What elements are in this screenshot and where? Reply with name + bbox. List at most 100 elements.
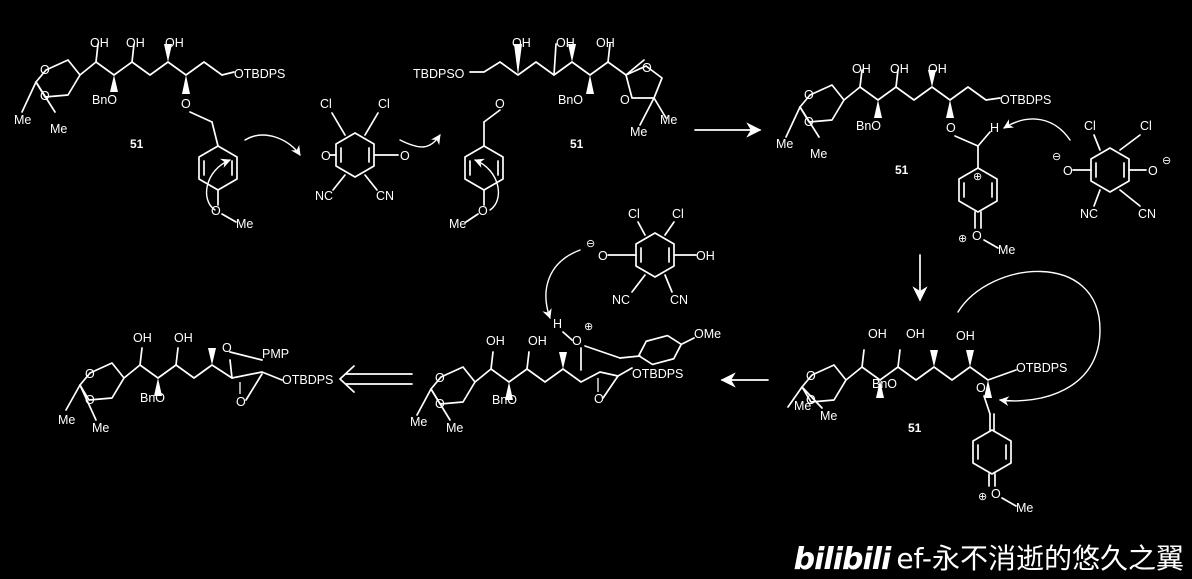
o-label: O [642, 61, 652, 75]
o-label: O [85, 367, 95, 381]
plus-charge: ⊕ [584, 321, 593, 333]
o-label: O [804, 115, 814, 129]
oh-label: OH [133, 331, 152, 345]
compound-label: 51 [908, 421, 922, 435]
product-pmp-acetal: OH OH BnO O O Me Me O O PMP OTBDPS [58, 331, 333, 435]
o-label: O [40, 89, 50, 103]
bno-label: BnO [492, 393, 517, 407]
compound-label: 51 [130, 137, 144, 151]
oh-label: OH [696, 249, 715, 263]
me-label: Me [1016, 501, 1033, 515]
o-label: O [594, 392, 604, 406]
oh-label: OH [556, 36, 575, 50]
oh-label: OH [852, 62, 871, 76]
oh-label: OH [890, 62, 909, 76]
bno-label: BnO [140, 391, 165, 405]
o-label: O [598, 249, 608, 263]
minus-charge: ⊖ [1162, 155, 1171, 167]
me-label: Me [660, 113, 677, 127]
cl-label: Cl [672, 207, 684, 221]
o-label: O [321, 149, 331, 163]
ddq-reagent: O O Cl Cl NC CN [315, 97, 441, 203]
ddq-h-anion-middle: ⊖ O OH Cl Cl NC CN [542, 207, 715, 319]
cl-label: Cl [1084, 119, 1096, 133]
compound-label: 51 [895, 163, 909, 177]
o-label: O [620, 93, 630, 107]
h-label: H [990, 121, 999, 135]
oh-label: OH [906, 327, 925, 341]
me-label: Me [810, 147, 827, 161]
watermark-text: ef-永不消逝的悠久之翼 [896, 542, 1184, 575]
bottom-middle-intermediate: OH OH BnO O O Me Me H O ⊕ O OTBDPS OMe [410, 317, 721, 435]
o-label: O [1148, 164, 1158, 178]
me-label: Me [998, 243, 1015, 257]
o-label: O [181, 97, 191, 111]
o-label: O [211, 204, 221, 218]
oh-label: OH [174, 331, 193, 345]
plus-charge: ⊕ [978, 491, 987, 503]
minus-charge: ⊖ [1052, 151, 1061, 163]
oh-label: OH [868, 327, 887, 341]
oh-label: OH [956, 329, 975, 343]
o-label: O [572, 334, 582, 348]
cl-label: Cl [378, 97, 390, 111]
o-label: O [495, 97, 505, 111]
o-label: O [478, 204, 488, 218]
me-label: Me [236, 217, 253, 231]
o-label: O [1063, 164, 1073, 178]
o-label: O [85, 393, 95, 407]
otbdps-label: OTBDPS [1000, 93, 1051, 107]
plus-charge: ⊕ [958, 233, 967, 245]
plus-charge: ⊕ [973, 171, 982, 183]
top-right-molecule-51-cation: OH OH OH BnO O O Me Me OTBDPS O H ⊕ ⊕ O … [776, 62, 1071, 257]
o-label: O [400, 149, 410, 163]
tbdpso-label: TBDPSO [413, 67, 465, 81]
o-label: O [991, 487, 1001, 501]
nc-label: NC [612, 293, 630, 307]
o-label: O [222, 341, 232, 355]
ome-label: OMe [694, 327, 721, 341]
o-label: O [435, 397, 445, 411]
otbdps-label: OTBDPS [1016, 361, 1067, 375]
o-label: O [806, 369, 816, 383]
o-label: O [976, 381, 986, 395]
compound-label: 51 [570, 137, 584, 151]
me-label: Me [820, 409, 837, 423]
bno-label: BnO [856, 119, 881, 133]
bilibili-logo: bilibili [793, 542, 892, 577]
bottom-right-molecule-51: OH OH OH BnO O O Me Me OTBDPS O ⊕ O Me 5… [787, 270, 1101, 515]
me-label: Me [776, 137, 793, 151]
me-label: Me [630, 125, 647, 139]
me-label: Me [446, 421, 463, 435]
oh-label: OH [90, 36, 109, 50]
me-label: Me [449, 217, 466, 231]
me-label: Me [92, 421, 109, 435]
bno-label: BnO [872, 377, 897, 391]
me-label: Me [794, 399, 811, 413]
cn-label: CN [670, 293, 688, 307]
cl-label: Cl [320, 97, 332, 111]
cn-label: CN [1138, 207, 1156, 221]
top-middle-molecule-51: TBDPSO OH OH OH BnO O O Me Me O O Me 51 [413, 36, 677, 231]
oh-label: OH [928, 62, 947, 76]
bno-label: BnO [92, 93, 117, 107]
o-label: O [40, 63, 50, 77]
nc-label: NC [315, 189, 333, 203]
bno-label: BnO [558, 93, 583, 107]
otbdps-label: OTBDPS [282, 373, 333, 387]
oh-label: OH [596, 36, 615, 50]
cl-label: Cl [1140, 119, 1152, 133]
oh-label: OH [165, 36, 184, 50]
o-label: O [435, 371, 445, 385]
o-label: O [806, 393, 816, 407]
minus-charge: ⊖ [586, 238, 595, 250]
ddq-anion-top: ⊖ O O ⊖ Cl Cl NC CN [1052, 119, 1171, 221]
reaction-arrow-open [339, 365, 413, 393]
oh-label: OH [512, 36, 531, 50]
pmp-label: PMP [262, 347, 289, 361]
h-label: H [553, 317, 562, 331]
oh-label: OH [126, 36, 145, 50]
top-left-molecule-51: OH OH OH BnO O O Me Me OTBDPS O O Me 51 [14, 36, 301, 231]
o-label: O [804, 88, 814, 102]
